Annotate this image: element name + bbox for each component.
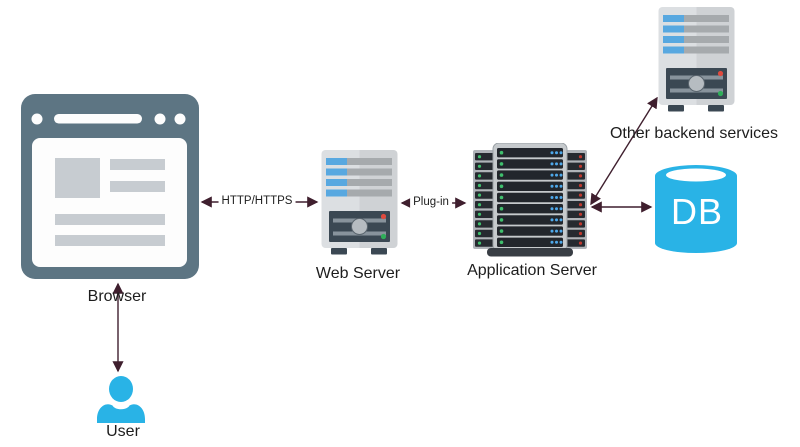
user-label: User bbox=[106, 423, 140, 440]
db-label: DB bbox=[670, 191, 724, 232]
edge-appserver-backend bbox=[590, 96, 658, 206]
web-server-label: Web Server bbox=[315, 265, 401, 282]
backend-services-label: Other backend services bbox=[609, 125, 779, 142]
web-server-icon bbox=[321, 150, 398, 255]
browser-label: Browser bbox=[87, 288, 147, 305]
browser-window-icon bbox=[21, 94, 199, 279]
database-cylinder-icon bbox=[655, 165, 737, 253]
application-server-rack-icon bbox=[473, 143, 587, 257]
application-server-label: Application Server bbox=[467, 262, 597, 279]
http-https-edge-label: HTTP/HTTPS bbox=[218, 195, 296, 209]
person-icon bbox=[97, 376, 145, 423]
backend-server-icon bbox=[658, 7, 735, 112]
plug-in-edge-label: Plug-in bbox=[410, 196, 452, 210]
